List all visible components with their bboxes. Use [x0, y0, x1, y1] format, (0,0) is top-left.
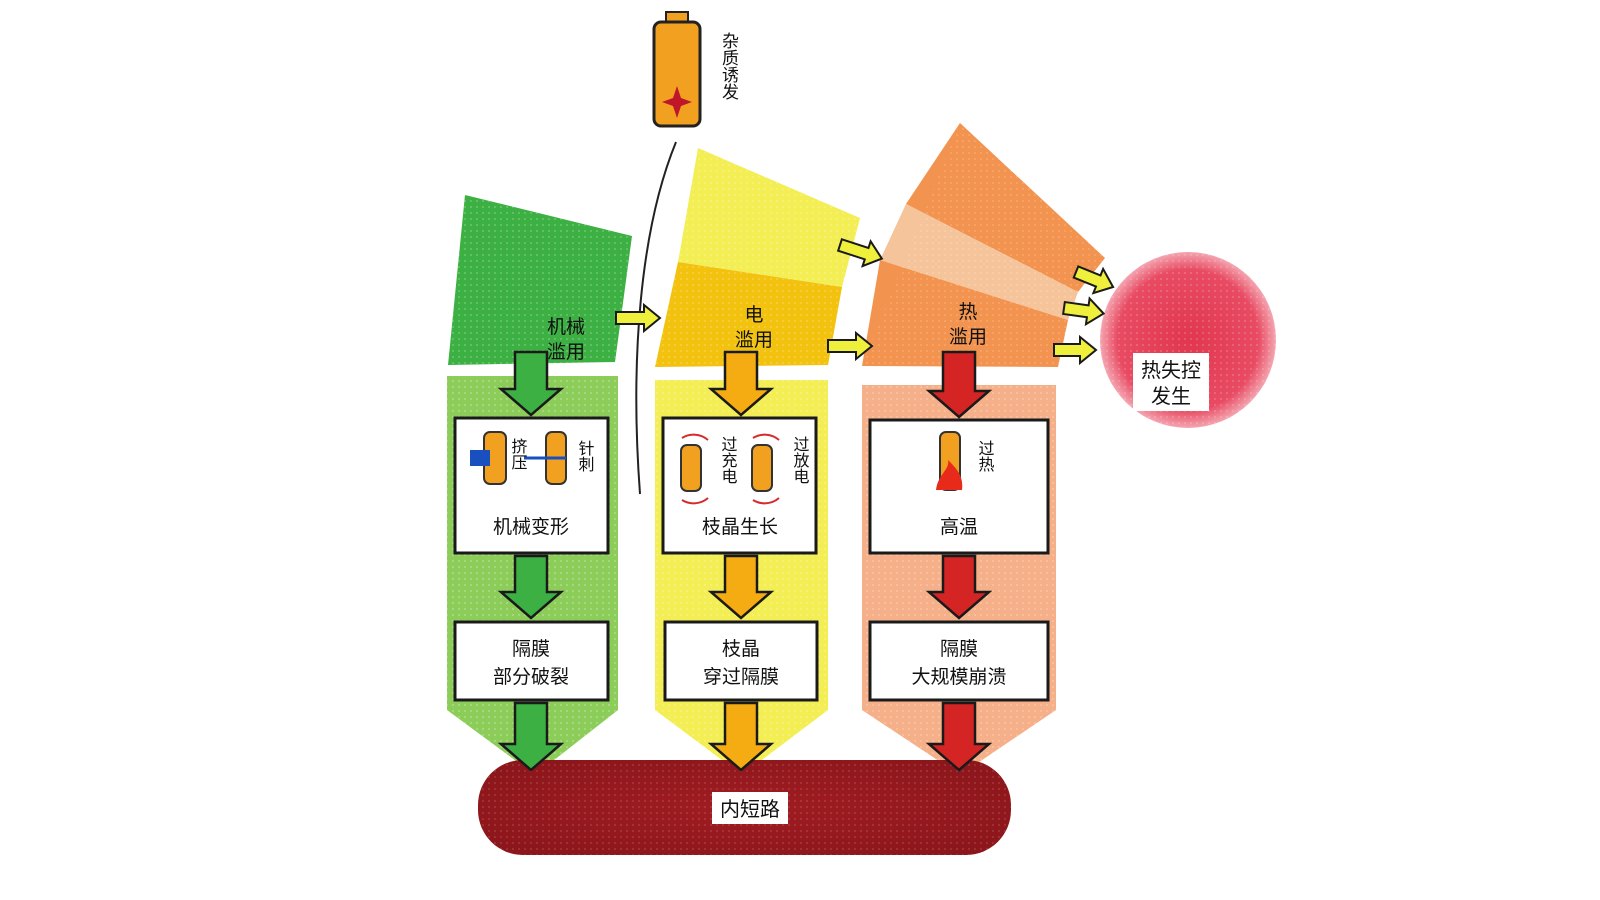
spark-icon: [662, 86, 692, 118]
mech-sector-label-1: 机械: [547, 316, 585, 338]
elec-trigger-1: 过充电: [719, 436, 738, 484]
heat-stage2-box: [868, 620, 1050, 702]
overcharge-battery-icon: [680, 444, 702, 492]
heat-sector: [862, 123, 1105, 367]
mech-stage2-box: [453, 620, 610, 702]
thermal-runaway-line1: 热失控: [1141, 358, 1201, 382]
mech-sector-label-2: 滥用: [547, 341, 585, 363]
elec-stage2: 枝晶 穿过隔膜: [663, 620, 819, 702]
heat-sector-label-1: 热: [958, 301, 977, 323]
heat-arrow-1: [925, 350, 993, 419]
elec-sector: [655, 148, 860, 367]
elec-stage2-line1: 枝晶: [722, 638, 760, 660]
mech-arrow-2: [497, 554, 565, 620]
elec-sector-label-1: 电: [744, 304, 763, 326]
heat-to-runaway-arrow-3: [1053, 334, 1098, 366]
impurity-battery: 杂质诱发: [652, 11, 739, 128]
press-block-icon: [470, 450, 490, 466]
elec-stage1: 过充电 过放电 枝晶生长: [661, 416, 818, 555]
heat-to-runaway-arrow-2: [1062, 296, 1106, 327]
short-circuit-label: 内短路: [720, 797, 780, 821]
elec-arrow-1: [707, 350, 775, 417]
heat-stage2-line1: 隔膜: [940, 638, 978, 660]
mech-trigger-2: 针刺: [576, 440, 595, 473]
overdischarge-battery-icon: [751, 444, 773, 492]
thermal-runaway: 热失控 发生: [1100, 252, 1276, 428]
discharge-arrow-icon: [752, 433, 780, 441]
elec-arrow-2: [707, 554, 775, 620]
short-circuit-label-bg: [712, 792, 788, 824]
elec-stage1-label: 枝晶生长: [702, 516, 778, 538]
elec-arrow-3: [707, 701, 775, 772]
mech-arrow-3: [497, 701, 565, 772]
flame-icon: [936, 460, 963, 490]
short-circuit: 内短路: [478, 760, 1011, 855]
heat-to-runaway-arrow-1: [1072, 265, 1115, 295]
elec-trigger-2: 过放电: [791, 436, 810, 484]
elec-stage2-line2: 穿过隔膜: [703, 666, 779, 688]
mech-stage1-box: [453, 416, 610, 555]
mech-stage1-label: 机械变形: [493, 516, 569, 538]
heat-sector-label-2: 滥用: [949, 326, 987, 348]
heat-trigger-1: 过热: [976, 440, 995, 472]
mech-to-elec-arrow: [615, 302, 662, 334]
mech-stage2-line1: 隔膜: [512, 638, 550, 660]
heat-arrow-2: [925, 554, 993, 620]
elec-stage2-box: [663, 620, 819, 702]
flow-arrows: [497, 350, 993, 772]
heat-stage1: 过热 高温: [868, 418, 1050, 555]
side-arrows: [615, 238, 1115, 366]
charge-arrow-icon: [681, 433, 709, 441]
elec-to-heat-arrow-upper: [836, 238, 884, 268]
elec-sector-label-2: 滥用: [735, 329, 773, 351]
heat-arrow-3: [925, 701, 993, 772]
impurity-label: 杂质诱发: [718, 32, 739, 100]
heat-stage1-label: 高温: [940, 516, 978, 538]
mech-stage2-line2: 部分破裂: [493, 666, 569, 688]
mech-stage2: 隔膜 部分破裂: [453, 620, 610, 702]
battery-icon: [652, 20, 702, 128]
mech-stage1: 挤压 针刺 机械变形: [453, 416, 610, 555]
elec-to-heat-arrow-lower: [827, 330, 874, 362]
heat-stage2: 隔膜 大规模崩溃: [868, 620, 1050, 702]
heat-stage2-line2: 大规模崩溃: [911, 666, 1006, 688]
impurity-curve: [635, 141, 677, 495]
mech-trigger-1: 挤压: [509, 438, 528, 470]
thermal-runaway-label-bg: [1133, 353, 1209, 411]
thermal-runaway-line2: 发生: [1151, 384, 1191, 408]
mech-arrow-1: [497, 350, 565, 417]
mech-sector: [448, 195, 632, 365]
